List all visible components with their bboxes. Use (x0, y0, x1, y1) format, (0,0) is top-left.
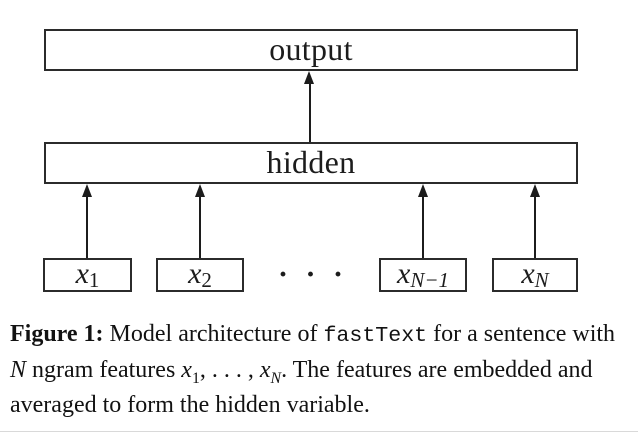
input-box-xn-minus-1: xN−1 (379, 257, 467, 294)
arrow-up-icon (82, 184, 92, 197)
arrow-up-icon (304, 71, 314, 84)
output-layer-label: output (269, 30, 353, 67)
hidden-layer-label: hidden (266, 143, 356, 180)
input-x2-subscript: 2 (201, 267, 212, 292)
arrow-up-icon (530, 184, 540, 197)
arrow-hidden-to-output-shaft (309, 82, 311, 142)
hidden-layer-box: hidden (44, 142, 578, 184)
input-xn1-base: x (396, 256, 411, 290)
arrow-x1-to-hidden-shaft (86, 195, 88, 258)
input-xn1-subscript: N−1 (410, 267, 449, 292)
input-box-x2: x2 (156, 257, 244, 294)
arrow-xn1-to-hidden-shaft (422, 195, 424, 258)
input-label-xn: xN (521, 257, 548, 294)
arrow-xn-to-hidden-shaft (534, 195, 536, 258)
arrow-up-icon (418, 184, 428, 197)
input-xn-subscript: N (534, 267, 549, 292)
input-x2-base: x (188, 256, 202, 290)
input-label-xn-minus-1: xN−1 (397, 257, 449, 294)
arrow-up-icon (195, 184, 205, 197)
input-label-x1: x1 (76, 257, 100, 294)
input-x1-base: x (75, 256, 89, 290)
caption-line-1: Figure 1: Model architecture of fastText… (10, 321, 616, 348)
figure-caption: Figure 1: Model architecture of fastText… (10, 317, 634, 424)
arrow-x2-to-hidden-shaft (199, 195, 201, 258)
input-x1-subscript: 1 (88, 267, 100, 292)
input-box-x1: x1 (43, 257, 132, 294)
caption-line-2: N ngram features x1, . . . , xN. The fea… (10, 356, 593, 387)
input-box-xn: xN (492, 257, 578, 294)
output-layer-box: output (44, 29, 578, 71)
ellipsis-dots: · · · (277, 258, 348, 291)
input-xn-base: x (521, 256, 535, 290)
input-label-x2: x2 (188, 257, 212, 294)
caption-line-3: averaged to form the hidden variable. (10, 392, 370, 418)
